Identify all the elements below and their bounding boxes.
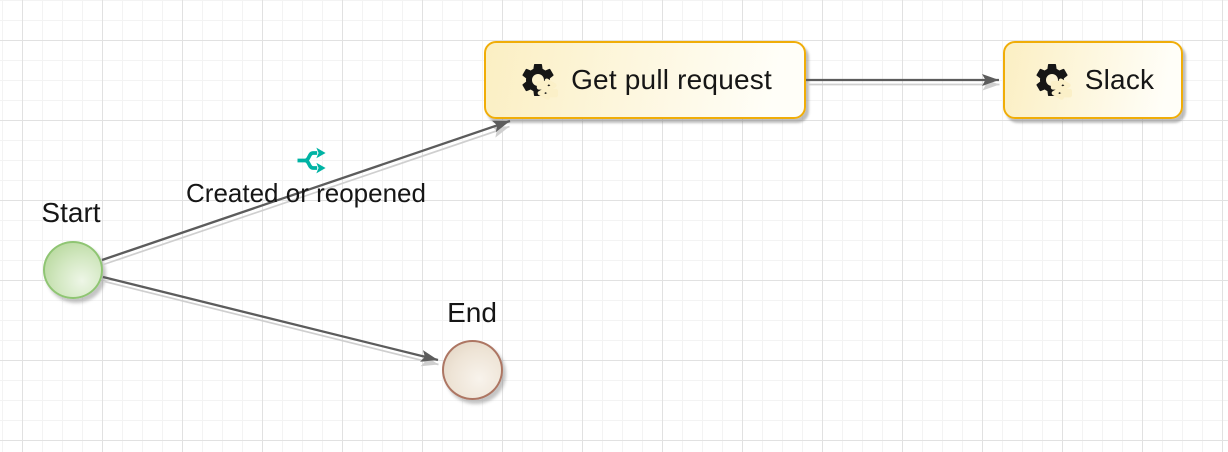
edge-start-to-end[interactable] <box>102 275 439 362</box>
gear-sync-icon <box>518 60 559 100</box>
node-slack[interactable]: Slack <box>1003 41 1183 119</box>
edge-shadow <box>104 280 439 367</box>
gear-sync-icon <box>1032 60 1072 100</box>
start-node[interactable] <box>43 241 103 299</box>
edge-condition-label: Created or reopened <box>186 178 426 208</box>
node-get-pull-request[interactable]: Get pull request <box>484 41 806 119</box>
end-node[interactable] <box>442 340 503 400</box>
end-node-label: End <box>447 297 497 328</box>
branch-split-icon <box>295 142 337 179</box>
task-label: Slack <box>1084 64 1155 95</box>
task-label: Get pull request <box>571 64 772 95</box>
start-node-label: Start <box>41 197 101 228</box>
